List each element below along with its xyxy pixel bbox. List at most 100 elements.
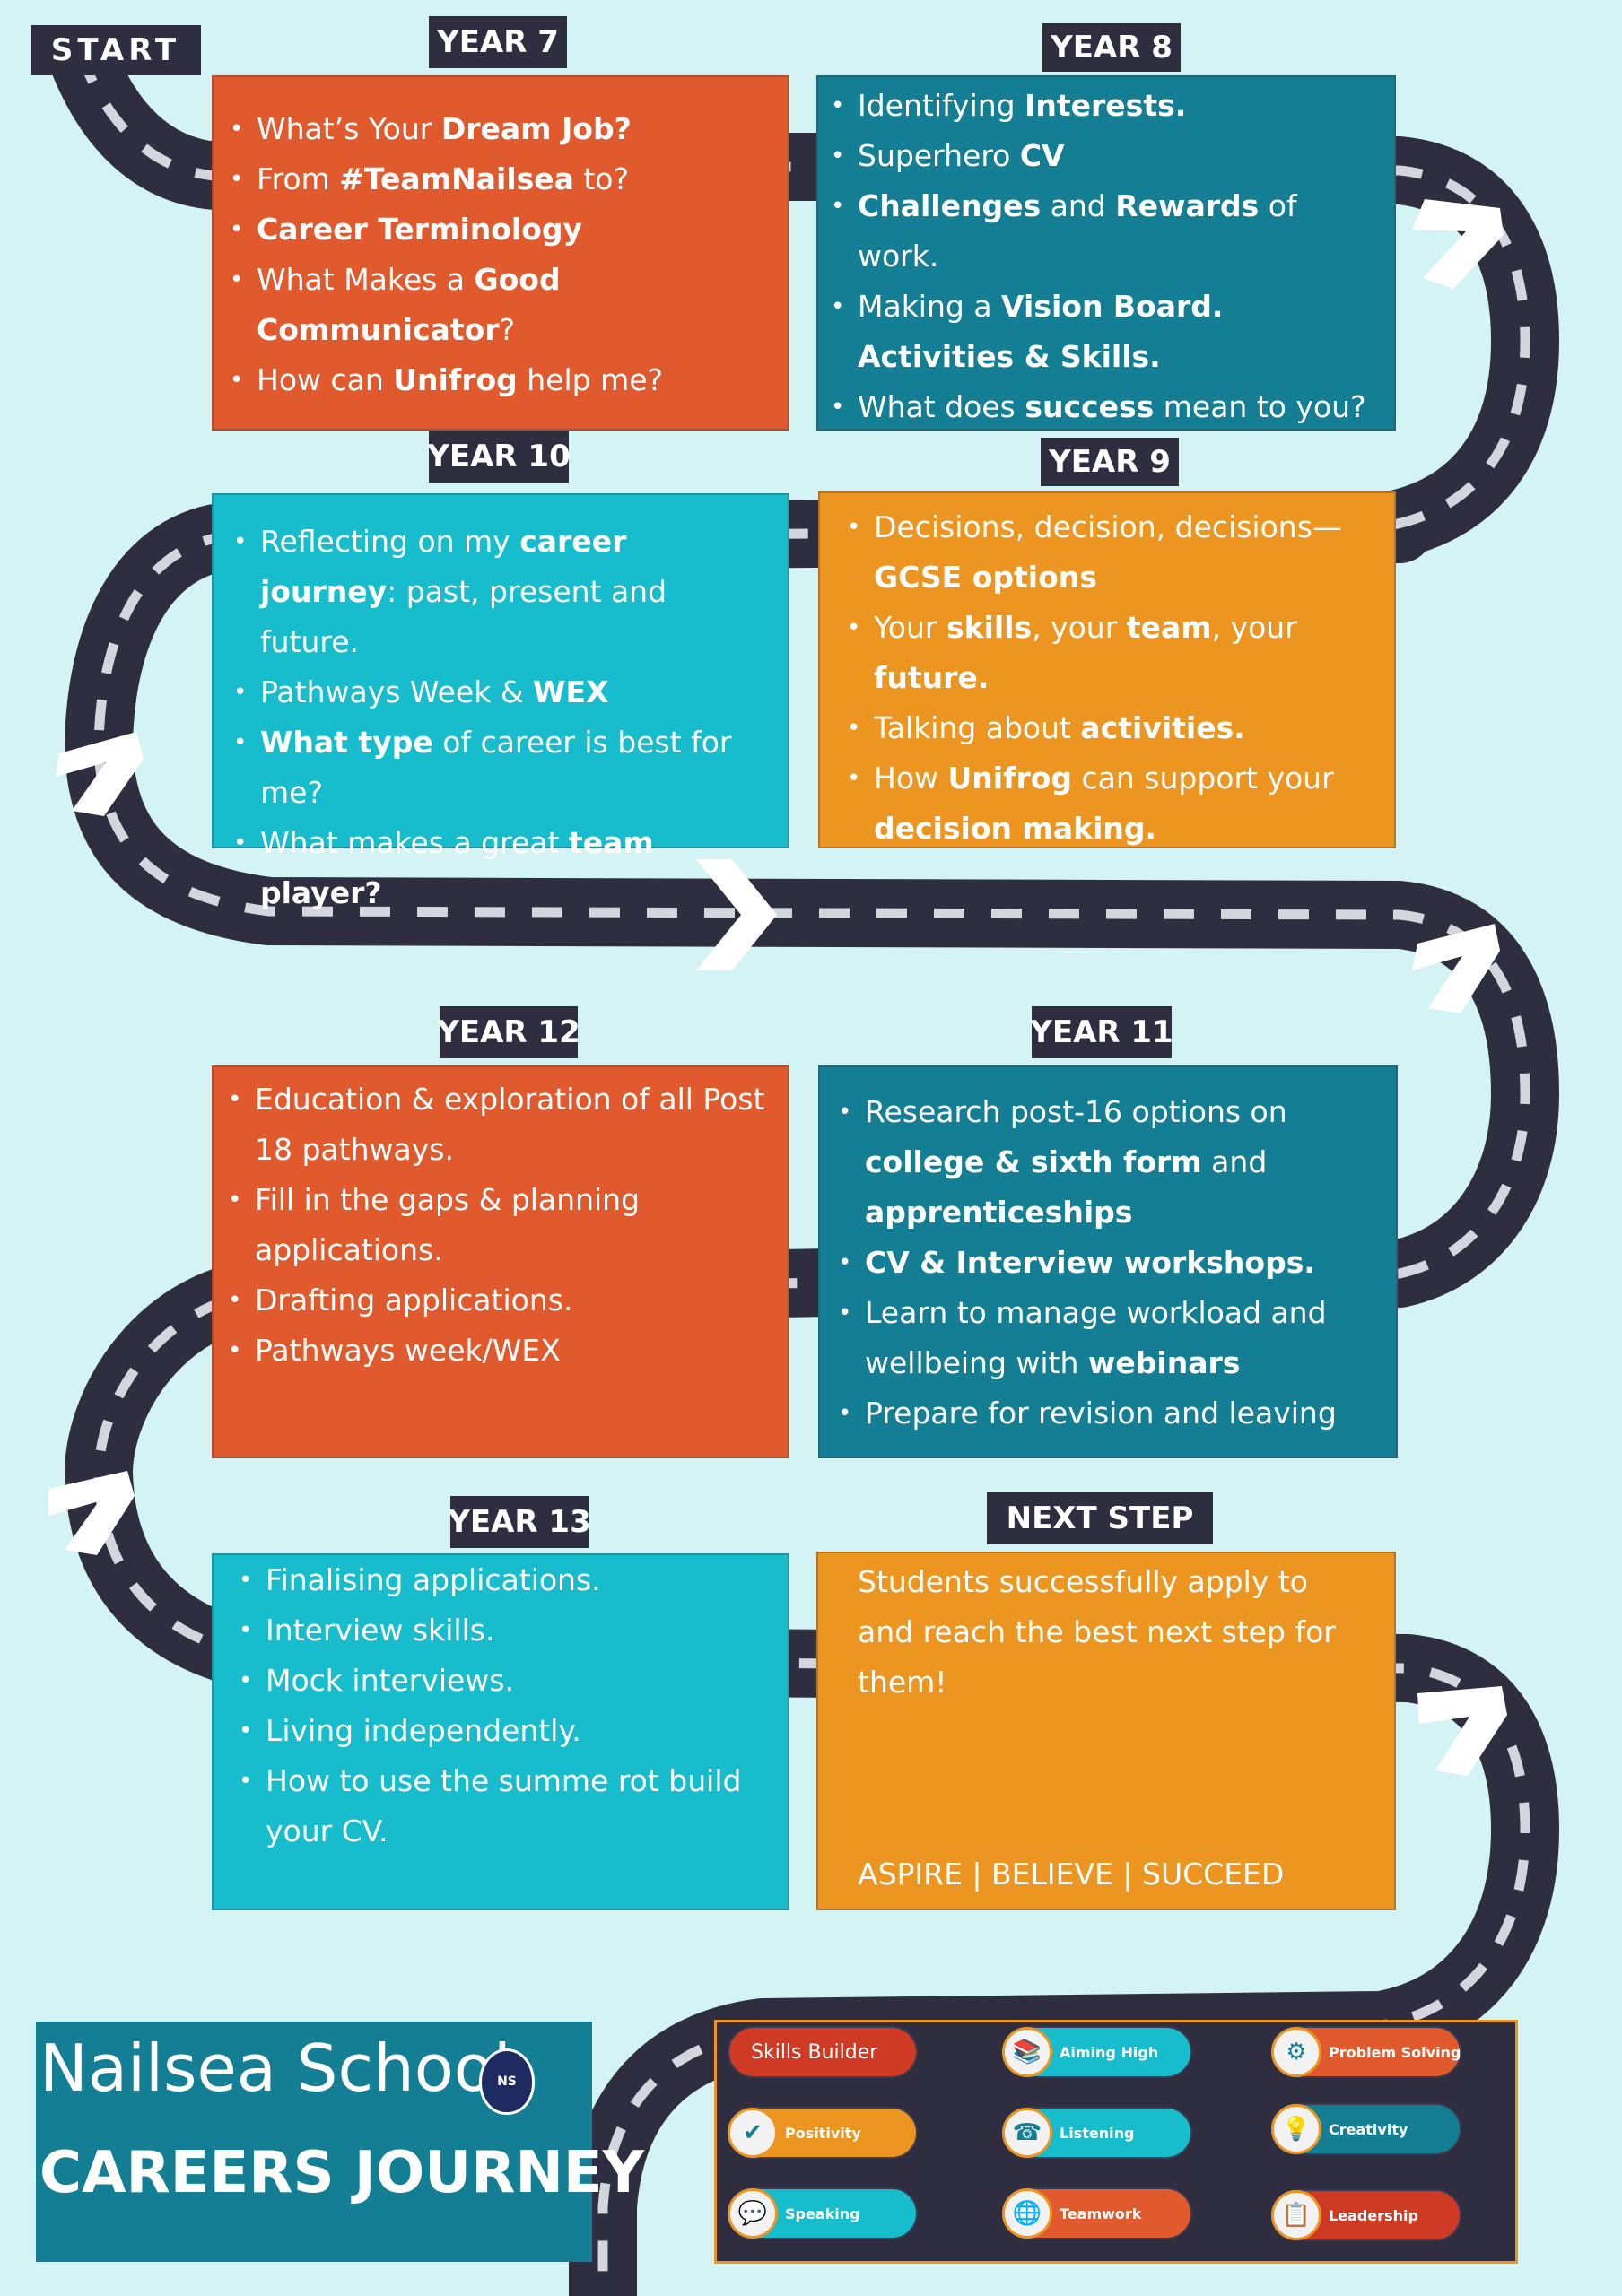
skill-leadership: 📋 Leadership	[1271, 2189, 1461, 2241]
text-run: Superhero	[858, 138, 1020, 173]
text-run: Living independently.	[266, 1713, 581, 1748]
school-name: Nailsea School	[39, 2031, 511, 2106]
next-step-box: Students successfully apply to and reach…	[816, 1552, 1396, 1910]
skill-listening: ☎ Listening	[1002, 2107, 1192, 2159]
text-run: Good Communicator	[257, 262, 561, 347]
list-item: Decisions, decision, decisions— GCSE opti…	[834, 502, 1382, 603]
lightbulb-icon: 💡	[1271, 2104, 1321, 2154]
text-run: to?	[573, 161, 630, 196]
text-run: Interests.	[1025, 88, 1187, 123]
text-run: Career Terminology	[257, 212, 583, 247]
list-item: Interview skills.	[226, 1605, 777, 1656]
text-run: Drafting applications.	[255, 1283, 573, 1318]
road-arrows	[48, 199, 1507, 1776]
year-10-label: YEAR 10	[427, 430, 571, 483]
text-run: Making a	[858, 289, 1002, 324]
list-item: Fill in the gaps & planning applications…	[215, 1175, 777, 1275]
start-label: START	[31, 25, 201, 75]
list-item: Making a Vision Board. Activities & Skil…	[818, 282, 1374, 382]
text-run: What Makes a	[257, 262, 475, 297]
year-11-list: Research post-16 options on college & si…	[825, 1087, 1383, 1439]
list-item: Career Terminology	[217, 204, 770, 255]
year-7-label: YEAR 7	[429, 16, 567, 68]
skill-label: Leadership	[1329, 2206, 1418, 2224]
text-run: activities.	[1080, 710, 1245, 745]
text-run: and	[1201, 1144, 1268, 1179]
skill-creativity: 💡 Creativity	[1271, 2103, 1461, 2155]
text-run: Research post-16 options on	[865, 1094, 1287, 1129]
chevron-down-icon	[56, 732, 144, 816]
text-run: of career is best for me?	[260, 725, 732, 810]
skill-teamwork: 🌐 Teamwork	[1002, 2187, 1192, 2239]
slogan: ASPIRE | BELIEVE | SUCCEED	[858, 1857, 1285, 1892]
year-13-list: Finalising applications. Interview skills…	[226, 1555, 777, 1857]
text-run: help me?	[517, 362, 664, 397]
text-run: How to use the summe rot build your CV.	[266, 1763, 742, 1848]
text-run: success	[1025, 389, 1155, 424]
text-run: and	[1041, 188, 1116, 223]
list-item: Finalising applications.	[226, 1555, 777, 1605]
list-item: Reflecting on my career journey: past, p…	[221, 517, 770, 667]
text-run: future.	[874, 660, 990, 695]
list-item: What’s Your Dream Job?	[217, 104, 770, 154]
text-run: Vision Board. Activities & Skills.	[858, 289, 1224, 374]
skill-label: Speaking	[785, 2205, 860, 2222]
list-item: What makes a great team player?	[221, 818, 770, 918]
chevron-down-icon	[1412, 199, 1504, 289]
list-item: Prepare for revision and leaving	[825, 1388, 1383, 1439]
next-step-text: Students successfully apply to and reach…	[858, 1564, 1336, 1700]
globe-icon: 🌐	[1002, 2188, 1052, 2239]
list-item: How can Unifrog help me?	[217, 355, 770, 405]
skill-aiming-high: 📚 Aiming High	[1002, 2026, 1192, 2078]
text-run: apprenticeships	[865, 1195, 1133, 1230]
text-run: Education & exploration of all Post 18 p…	[255, 1082, 765, 1167]
skills-panel: Skills Builder 📚 Aiming High ⚙ Problem S…	[714, 2020, 1518, 2264]
skill-label: Creativity	[1329, 2120, 1408, 2138]
next-step-label: NEXT STEP	[987, 1492, 1213, 1544]
text-run: can support your	[1072, 761, 1334, 796]
list-item: CV & Interview workshops.	[825, 1238, 1383, 1288]
phone-icon: ☎	[1002, 2108, 1052, 2158]
list-item: What does success mean to you?	[818, 382, 1374, 432]
year-9-box: Decisions, decision, decisions— GCSE opti…	[818, 491, 1396, 848]
text-run: #TeamNailsea	[339, 161, 574, 196]
school-crest-icon: NS	[479, 2048, 535, 2115]
year-12-label: YEAR 12	[437, 1006, 580, 1058]
text-run: GCSE options	[874, 560, 1097, 595]
text-run: Fill in the gaps & planning applications…	[255, 1182, 641, 1267]
text-run: Interview skills.	[266, 1613, 495, 1648]
skill-positivity: ✔ Positivity	[728, 2107, 918, 2159]
year-11-label: YEAR 11	[1030, 1006, 1173, 1058]
text-run: Unifrog	[393, 362, 518, 397]
list-item: Talking about activities.	[834, 703, 1382, 753]
text-run: Decisions, decision, decisions—	[874, 509, 1342, 544]
list-item: What Makes a Good Communicator?	[217, 255, 770, 355]
chevron-down-icon	[48, 1471, 135, 1555]
text-run: Challenges	[858, 188, 1042, 223]
list-item: How to use the summe rot build your CV.	[226, 1756, 777, 1857]
list-item: What type of career is best for me?	[221, 718, 770, 818]
text-run: Your	[874, 610, 946, 645]
text-run: decision making.	[874, 811, 1157, 846]
text-run: What does	[858, 389, 1025, 424]
text-run: Unifrog	[947, 761, 1073, 796]
year-8-label: YEAR 8	[1042, 23, 1181, 72]
chevron-down-icon	[1417, 1686, 1507, 1776]
skill-label: Problem Solving	[1329, 2043, 1461, 2061]
text-run: team player?	[260, 825, 654, 910]
list-item: Research post-16 options on college & si…	[825, 1087, 1383, 1238]
list-item: Living independently.	[226, 1706, 777, 1756]
text-run: Dream Job?	[440, 111, 632, 146]
year-12-list: Education & exploration of all Post 18 p…	[215, 1074, 777, 1376]
text-run: ?	[499, 312, 516, 347]
clipboard-icon: 📋	[1271, 2190, 1321, 2240]
text-run: What makes a great	[260, 825, 569, 860]
text-run: : past, present and future.	[260, 574, 667, 659]
year-12-box: Education & exploration of all Post 18 p…	[212, 1065, 789, 1458]
list-item: Your skills, your team, your future.	[834, 603, 1382, 703]
text-run: mean to you?	[1154, 389, 1366, 424]
text-run: Learn to manage workload and wellbeing w…	[865, 1295, 1327, 1380]
list-item: Education & exploration of all Post 18 p…	[215, 1074, 777, 1175]
text-run: college & sixth form	[865, 1144, 1202, 1179]
list-item: Pathways Week & WEX	[221, 667, 770, 718]
